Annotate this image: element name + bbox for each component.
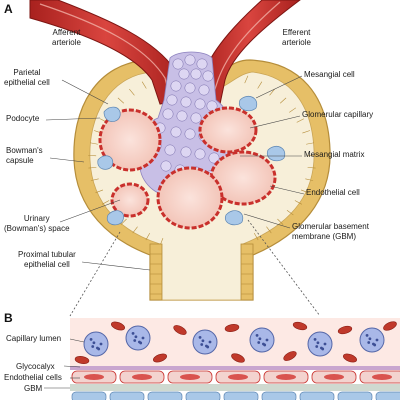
- mesangial-cell: [166, 94, 178, 106]
- mesangial-cell: [180, 146, 192, 158]
- white-blood-cell: [83, 331, 109, 357]
- mesangial-cell: [180, 96, 192, 108]
- mesangial-cell: [172, 58, 184, 70]
- label-mesangial-matrix: Mesangial matrix: [304, 150, 365, 159]
- panel-b-letter: B: [4, 311, 13, 325]
- foot-process: [223, 391, 259, 400]
- foot-processes: [71, 391, 400, 400]
- endothelial-nucleus: [132, 374, 152, 380]
- red-blood-cell: [231, 353, 245, 363]
- red-blood-cell: [224, 324, 240, 332]
- foot-process: [299, 391, 335, 400]
- mesangial-cell: [202, 70, 214, 82]
- label-efferent-arteriole: Efferent arteriole: [282, 28, 311, 47]
- label-afferent-arteriole: Afferent arteriole: [52, 28, 81, 47]
- proximal-tubule: [149, 243, 254, 301]
- podocyte: [224, 210, 244, 226]
- endothelial-nucleus: [84, 374, 104, 380]
- red-blood-cell: [337, 325, 353, 335]
- glomerular-capillaries: [98, 106, 277, 230]
- mesangial-cell: [196, 58, 208, 70]
- capillary-loop: [98, 108, 162, 172]
- podocytes: [97, 96, 286, 226]
- label-mesangial-cell: Mesangial cell: [304, 70, 355, 79]
- mesangial-cell: [190, 68, 202, 80]
- panel-b-cross-section: [44, 318, 400, 400]
- white-blood-cell: [125, 325, 151, 351]
- foot-process: [375, 391, 400, 400]
- label-parietal-epithelial-cell: Parietal epithelial cell: [4, 68, 50, 87]
- label-gbm: Glomerular basement membrane (GBM): [292, 222, 369, 241]
- mesangial-cell: [170, 80, 182, 92]
- endothelial-nucleus: [324, 374, 344, 380]
- white-blood-cell: [249, 327, 275, 353]
- podocyte: [103, 106, 121, 122]
- podocyte: [106, 210, 124, 226]
- label-gbm-b: GBM: [24, 384, 43, 393]
- zoom-lines: [69, 219, 321, 317]
- red-blood-cell: [173, 325, 187, 335]
- podocyte: [238, 96, 258, 112]
- mesangial-cell: [198, 84, 210, 96]
- podocyte: [97, 155, 114, 170]
- mesangial-cell: [178, 68, 190, 80]
- mesangial-cell: [164, 144, 176, 156]
- mesangial-cell: [184, 82, 196, 94]
- endothelial-nucleus: [180, 374, 200, 380]
- red-blood-cell: [153, 353, 167, 363]
- foot-process: [147, 391, 183, 400]
- red-blood-cell: [343, 353, 357, 363]
- foot-process: [261, 391, 297, 400]
- foot-process: [71, 391, 107, 400]
- capillary-loop: [198, 106, 258, 154]
- label-bowmans-capsule: Bowman's capsule: [6, 146, 43, 165]
- mesangial-cell: [170, 126, 182, 138]
- label-glycocalyx: Glycocalyx: [16, 362, 55, 371]
- panel-a-letter: A: [4, 2, 13, 16]
- podocyte: [266, 146, 286, 162]
- white-blood-cell: [359, 327, 385, 353]
- red-blood-cell: [111, 321, 125, 331]
- foot-process: [337, 391, 373, 400]
- white-blood-cell: [192, 329, 218, 355]
- endothelial-nucleus: [372, 374, 392, 380]
- mesangial-cell: [184, 128, 196, 140]
- mesangial-cell: [160, 160, 172, 172]
- capillary-loop: [156, 166, 224, 230]
- endothelial-nucleus: [228, 374, 248, 380]
- mesangial-cell: [208, 152, 220, 164]
- mesangial-cell: [194, 98, 206, 110]
- gbm-band: [70, 384, 400, 391]
- glycocalyx-band: [70, 366, 400, 370]
- label-proximal-tubular-cell: Proximal tubular epithelial cell: [18, 250, 76, 269]
- mesangial-cell: [194, 148, 206, 160]
- foot-process: [109, 391, 145, 400]
- capillary-loop: [110, 182, 150, 218]
- red-blood-cell: [383, 321, 397, 331]
- foot-process: [185, 391, 221, 400]
- mesangial-cell: [190, 112, 202, 124]
- endothelial-nucleus: [276, 374, 296, 380]
- endothelial-cells-row: [71, 370, 400, 384]
- mesangial-cell: [184, 54, 196, 66]
- label-podocyte: Podocyte: [6, 114, 40, 123]
- label-urinary-space: Urinary (Bowman's) space: [4, 214, 70, 233]
- red-blood-cell: [283, 351, 297, 361]
- efferent-arteriole: [197, 0, 301, 105]
- red-blood-cell: [292, 321, 308, 331]
- white-blood-cell: [307, 331, 333, 357]
- label-endothelial-cells: Endothelial cells: [4, 373, 62, 382]
- leader-lines: [45, 75, 305, 271]
- label-capillary-lumen: Capillary lumen: [6, 334, 62, 343]
- mesangial-cell: [176, 110, 188, 122]
- label-glomerular-capillary: Glomerular capillary: [302, 110, 374, 119]
- label-endothelial-cell: Endothelial cell: [306, 188, 360, 197]
- red-blood-cell: [74, 356, 90, 364]
- mesangial-cell: [162, 108, 174, 120]
